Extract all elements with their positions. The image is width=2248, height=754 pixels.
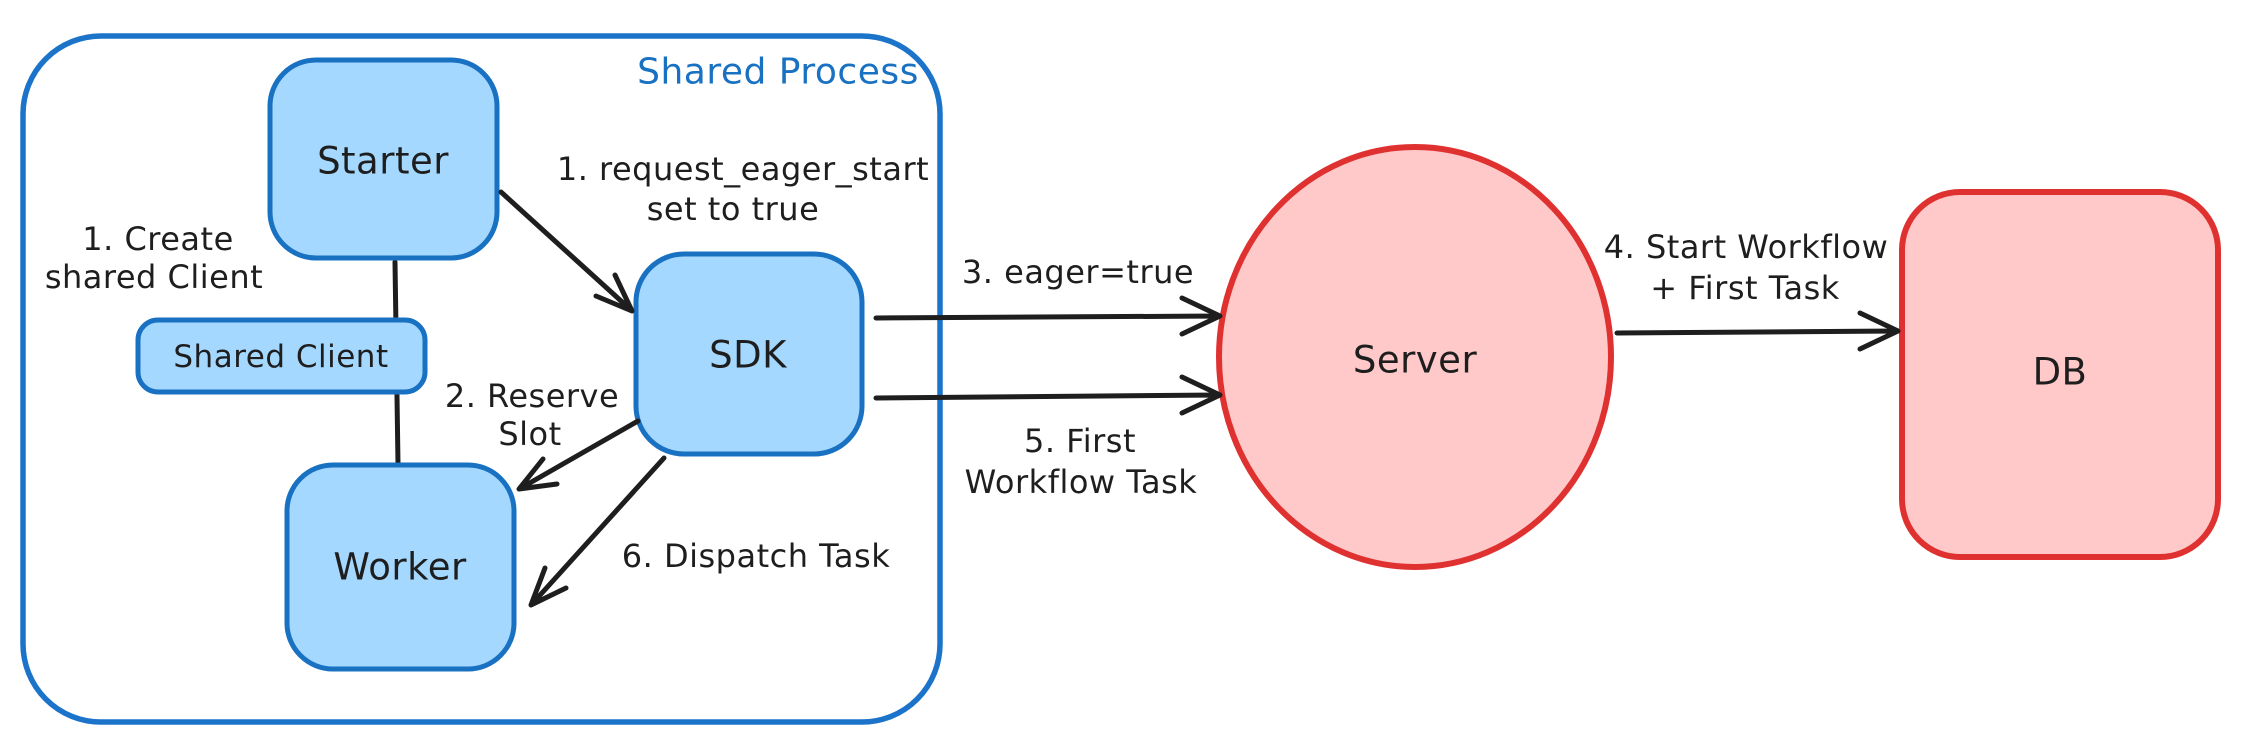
start-workflow-label-line2: + First Task (1650, 269, 1840, 307)
sdk-label: SDK (709, 333, 787, 377)
db-label: DB (2032, 350, 2088, 394)
starter-node (267, 57, 500, 261)
request-eager-label-line1: 1. request_eager_start (556, 150, 930, 188)
db-node (1899, 189, 2221, 560)
shared-process-label: Shared Process (637, 51, 919, 93)
worker-node (284, 462, 517, 672)
request-eager-label-line2: set to true (646, 190, 820, 228)
arrow-start-workflow (1614, 310, 1901, 352)
start-workflow-label-line1: 4. Start Workflow (1603, 228, 1889, 266)
eager-true-label: 3. eager=true (961, 253, 1195, 291)
arrow-dispatch-task (528, 455, 667, 608)
arrow-request-eager-start (498, 189, 635, 314)
create-client-label-line1: 1. Create (82, 220, 234, 258)
shared-process-container (20, 33, 943, 725)
first-task-label-line1: 5. First (1023, 422, 1137, 460)
shared-client-node (135, 317, 428, 395)
first-task-label-line2: Workflow Task (964, 463, 1198, 501)
arrow-reserve-slot (516, 418, 641, 492)
arrow-first-workflow-task (873, 374, 1223, 416)
reserve-slot-label-line1: 2. Reserve (444, 377, 620, 415)
server-node (1216, 144, 1614, 570)
reserve-slot-label-line2: Slot (498, 415, 562, 453)
arrow-eager-true (873, 295, 1223, 337)
sdk-node (633, 251, 865, 457)
shared-client-label: Shared Client (173, 339, 389, 375)
dispatch-task-label: 6. Dispatch Task (621, 537, 891, 575)
starter-label: Starter (317, 139, 449, 183)
server-label: Server (1352, 338, 1478, 382)
create-client-label-line2: shared Client (44, 258, 264, 296)
worker-label: Worker (333, 545, 467, 589)
